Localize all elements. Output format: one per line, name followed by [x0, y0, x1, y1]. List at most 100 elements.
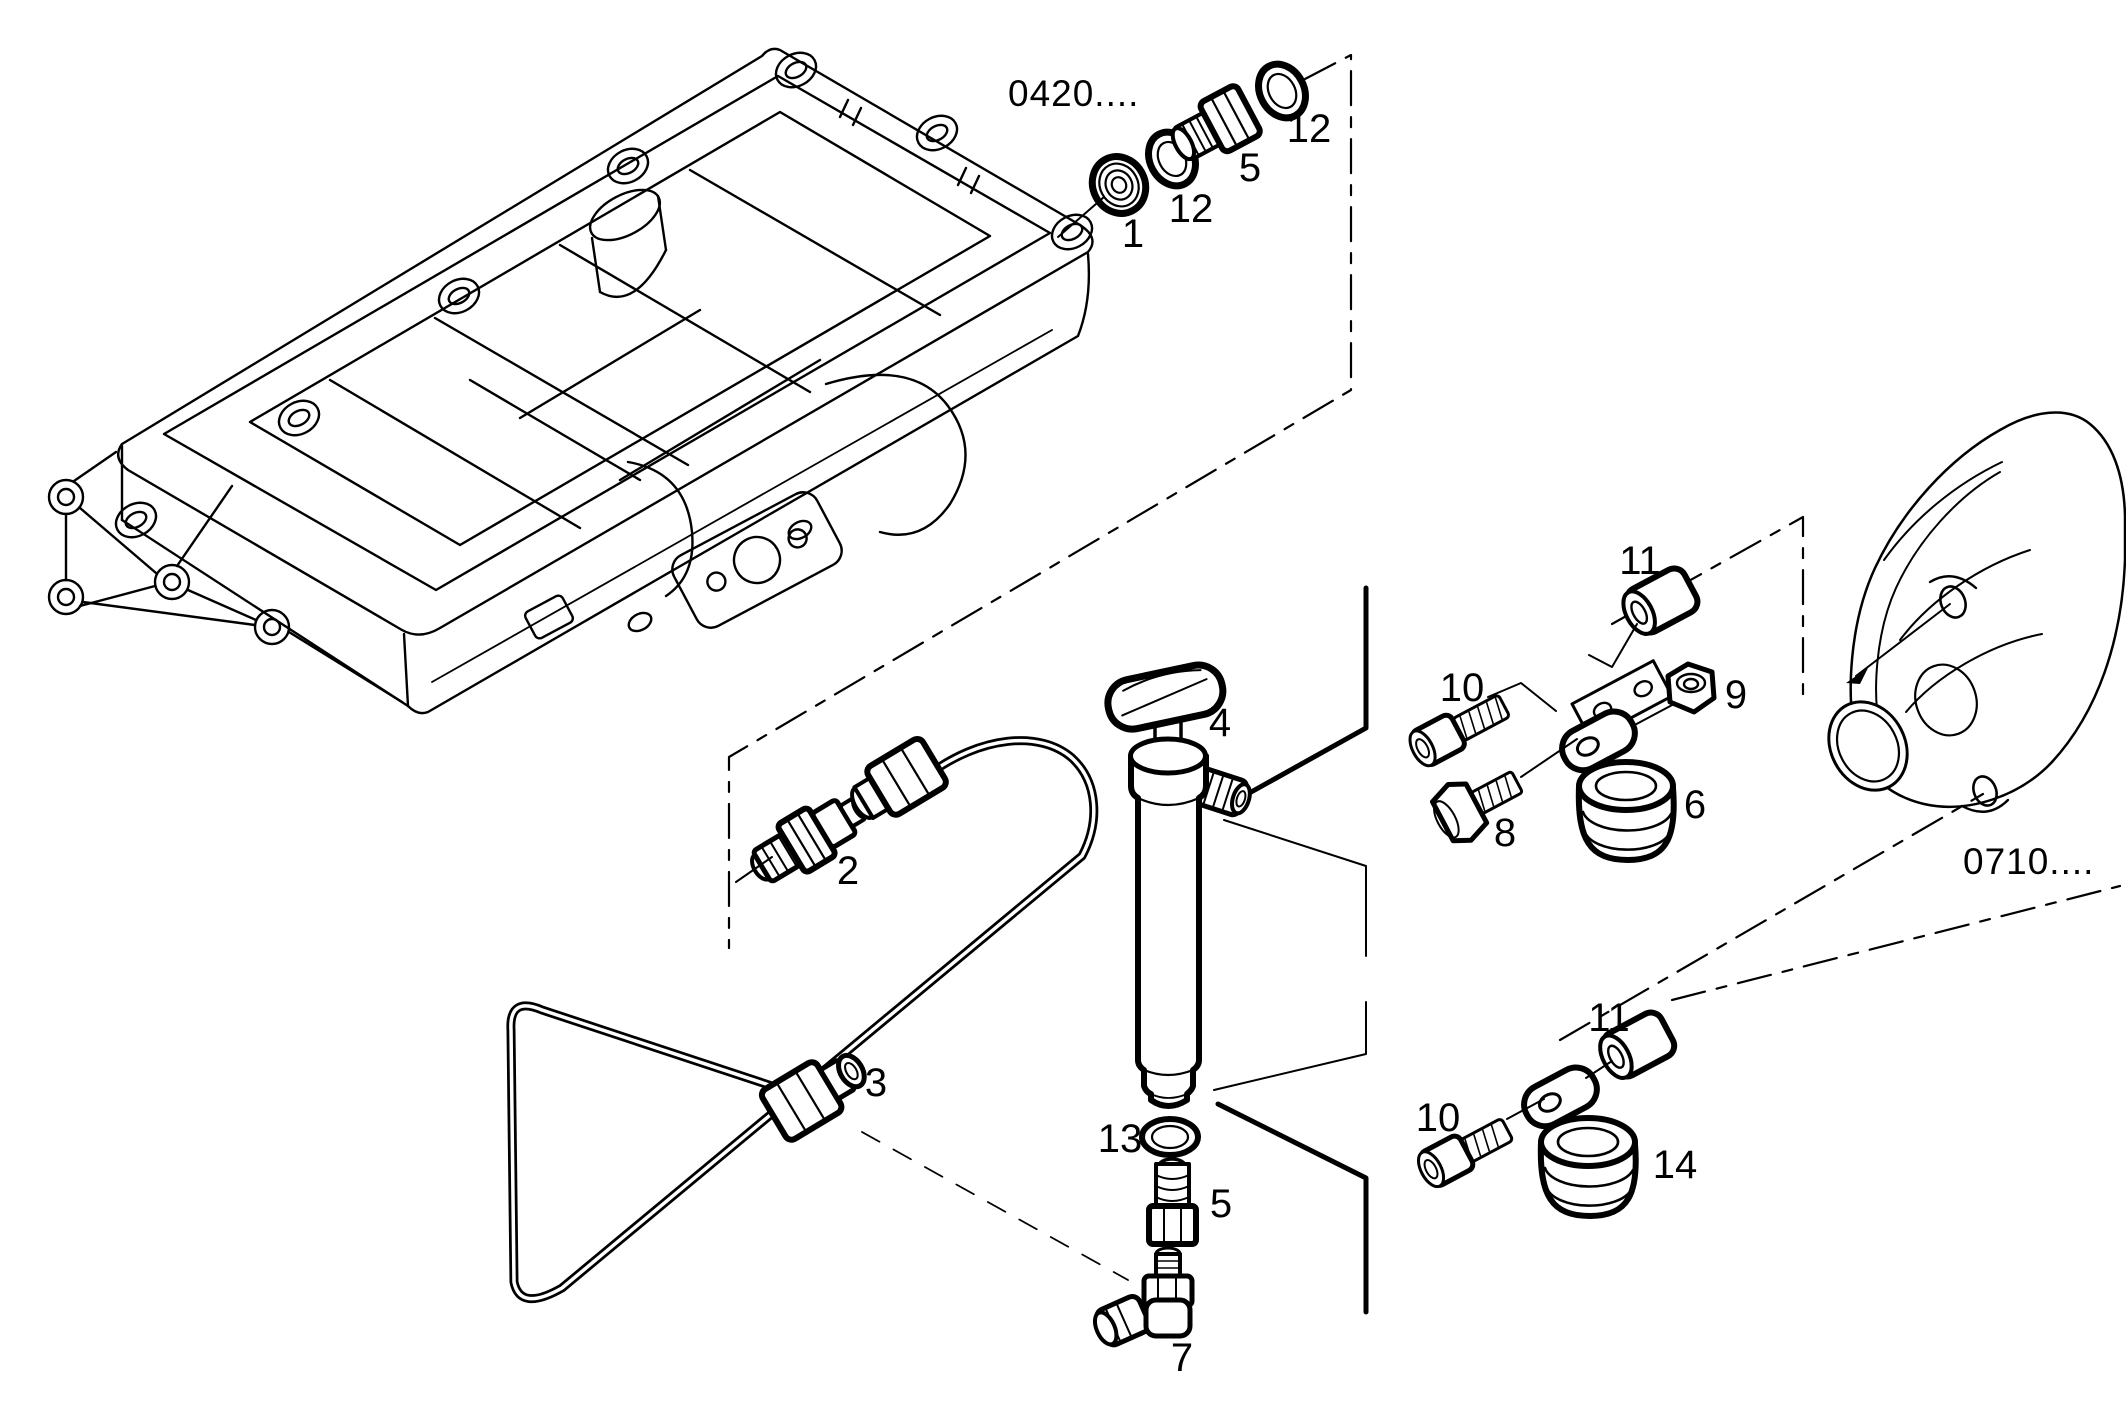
- pump-body: [1128, 744, 1209, 1109]
- flange-bolt-ear: [114, 501, 158, 539]
- flange-bolt-ear: [606, 147, 650, 185]
- sump-truss-frame: [47, 450, 404, 704]
- part-label-10a: 10: [1440, 666, 1485, 710]
- part-2-adapter-fitting: [750, 796, 869, 884]
- sump-skirt: [402, 632, 410, 708]
- cover-top-lug: [1928, 575, 1978, 619]
- sump-rib: [468, 378, 642, 482]
- cover-port-opening: [1827, 700, 1909, 792]
- part-label-10b: 10: [1416, 1096, 1461, 1140]
- rim-ticks: [838, 98, 981, 195]
- skirt-hole: [627, 611, 653, 633]
- section-boundary-lines: [727, 53, 2122, 1042]
- part-4-pump: [1104, 661, 1252, 1109]
- part-label-8: 8: [1494, 811, 1516, 855]
- sump-rib: [688, 168, 942, 317]
- labels: 0420.... 1 12 5 12 2 3 4 13 5 7 11 10 9 …: [837, 73, 2094, 1380]
- sump-boss-cylinder: [588, 188, 668, 298]
- pipe-core: [509, 738, 1096, 1301]
- part-label-9: 9: [1725, 673, 1747, 717]
- sump-port-pad: [671, 491, 843, 629]
- oil-pipe-part3: [506, 736, 1099, 1304]
- part-5-fitting-bottom: [1146, 1157, 1199, 1247]
- sump-rib: [328, 378, 582, 530]
- leader-part10-top: [1487, 682, 1557, 712]
- sump-skirt-line: [431, 329, 1053, 683]
- part-label-12a: 12: [1169, 187, 1214, 231]
- part-11-bushing-top: [1621, 565, 1701, 636]
- cover-housing-0710: [1827, 411, 2126, 813]
- sump-cavity: [248, 110, 992, 547]
- part-1-threaded-plug: [1088, 153, 1150, 217]
- flange-bolt-ear: [774, 51, 818, 89]
- part-14-clamp: [1521, 1064, 1639, 1219]
- part-10-socket-screw-bottom: [1416, 1118, 1514, 1189]
- cover-inner-arc: [1899, 549, 2031, 641]
- cover-hub: [1914, 663, 1978, 737]
- sump-baffle: [824, 373, 967, 536]
- flange-bolt-ear: [915, 114, 959, 152]
- part-3-pipe-nut: [758, 1052, 867, 1143]
- part-label-5b: 5: [1210, 1182, 1232, 1226]
- cover-leader-line: [1855, 603, 1951, 677]
- part-label-6: 6: [1684, 783, 1706, 827]
- pump-t-handle: [1104, 661, 1227, 733]
- part-6-clamp: [1559, 708, 1677, 863]
- part-8-hex-bolt: [1429, 770, 1524, 844]
- part-13-oring: [1139, 1116, 1201, 1158]
- leader-clamp14-to-bushing: [1585, 1060, 1613, 1079]
- leader-lines: [735, 196, 1638, 1281]
- axis-line-bottom-group: [1670, 884, 2122, 1002]
- leader-plate-to-bushing: [1588, 623, 1638, 668]
- oil-sump-drawing: [47, 47, 1094, 715]
- part-label-1: 1: [1122, 212, 1144, 256]
- axis-line-to-cover: [1558, 792, 1985, 1042]
- part-label-7: 7: [1171, 1336, 1193, 1380]
- part-7-elbow-fitting: [1092, 1246, 1195, 1348]
- cover-outline: [1849, 411, 2126, 808]
- part-label-11a: 11: [1619, 539, 1661, 583]
- part-label-3: 3: [865, 1061, 887, 1105]
- sump-flange-outer: [116, 47, 1094, 636]
- pump-divider: [1142, 1068, 1195, 1077]
- leader-part1: [1057, 196, 1105, 238]
- wedge-lower-thick: [1215, 1101, 1369, 1315]
- cover-leader-arrowhead: [1846, 668, 1868, 684]
- pipe-union-nut-upper: [850, 735, 949, 821]
- part-label-5a: 5: [1239, 146, 1261, 190]
- sump-rib: [618, 358, 822, 482]
- sump-baffle: [626, 460, 694, 598]
- part-5-fitting-top: [1170, 83, 1263, 162]
- flange-bolt-ear-part1-target: [1050, 213, 1094, 251]
- flange-bolt-ear: [437, 277, 481, 315]
- part-label-12b: 12: [1287, 107, 1332, 151]
- part-10-socket-screw-top: [1408, 694, 1510, 768]
- section-code-0420: 0420....: [1008, 73, 1139, 114]
- part-label-13: 13: [1098, 1117, 1143, 1161]
- part-label-4: 4: [1209, 701, 1231, 745]
- part-label-14: 14: [1653, 1143, 1698, 1187]
- sump-skirt: [406, 252, 1091, 715]
- flange-bolt-ear: [277, 399, 321, 437]
- leader-part8: [1520, 738, 1578, 778]
- cover-inner-arc: [1875, 471, 2001, 731]
- sump-flange-inner: [162, 74, 1052, 592]
- pump-cap: [1128, 736, 1208, 776]
- sump-tab: [523, 594, 575, 640]
- part-label-11b: 11: [1588, 996, 1630, 1040]
- part-12-oring-b: [1255, 60, 1309, 122]
- skirt-hole: [787, 519, 813, 541]
- cover-bottom-lug: [1960, 775, 2010, 813]
- part-9-hex-nut: [1665, 661, 1717, 715]
- pump-divider: [1150, 1093, 1188, 1099]
- wedge-upper-thin: [1223, 819, 1367, 957]
- wedge-upper-thick: [1223, 585, 1369, 809]
- cover-inner-arc: [1883, 461, 2003, 561]
- wedge-lower-thin: [1213, 1001, 1367, 1091]
- callout-wedges: [1213, 585, 1369, 1315]
- leader-part3-to-part7: [861, 1131, 1129, 1281]
- sump-rib: [433, 316, 690, 467]
- part-label-2: 2: [837, 849, 859, 893]
